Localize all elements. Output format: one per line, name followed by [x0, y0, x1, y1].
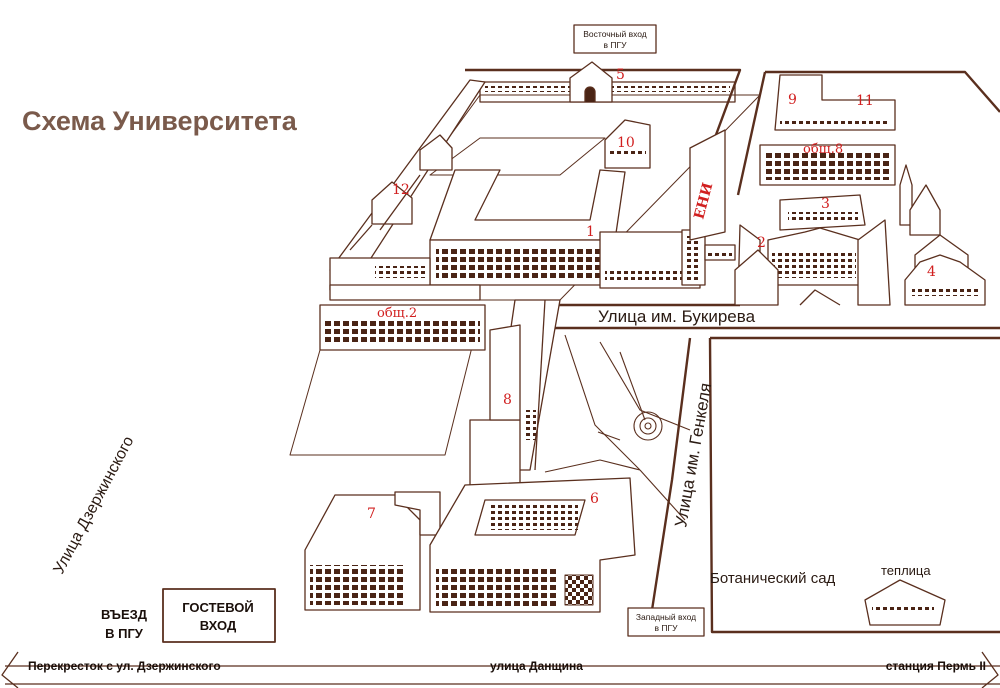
- marker-4: 4: [927, 264, 936, 280]
- building-2: [734, 219, 891, 306]
- marker-3: 3: [821, 196, 830, 212]
- building-1: [429, 129, 736, 289]
- dorm-8: [759, 144, 913, 226]
- label-dorm-2: общ.2: [377, 306, 417, 321]
- west-entrance-box: [627, 607, 705, 637]
- building-12: [329, 79, 486, 276]
- building-5: [479, 61, 736, 103]
- west-entrance-line1: Западный вход: [636, 612, 696, 622]
- building-8: [469, 299, 561, 491]
- marker-10: 10: [617, 135, 635, 151]
- marker-2: 2: [757, 235, 766, 251]
- marker-1: 1: [586, 224, 595, 240]
- bottom-arrows: [1, 651, 1000, 688]
- street-dzerzhinskogo: Улица Дзержинского: [51, 434, 138, 577]
- marker-5: 5: [616, 67, 625, 83]
- marker-9: 9: [788, 92, 797, 108]
- east-entrance-box: [573, 24, 657, 54]
- bottom-center-label: улица Данщина: [490, 659, 583, 673]
- marker-11: 11: [856, 93, 874, 109]
- marker-8: 8: [503, 392, 512, 408]
- east-entrance-line2: в ПГУ: [604, 40, 628, 50]
- park-paths: [544, 334, 691, 521]
- dorm-2: [319, 304, 486, 351]
- entry-pgu-line1: ВЪЕЗД: [101, 607, 148, 622]
- building-4: [904, 184, 986, 306]
- east-entrance-line1: Восточный вход: [583, 29, 647, 39]
- marker-12: 12: [392, 182, 410, 198]
- guest-entry-box: [162, 588, 276, 643]
- building-9-11: [774, 74, 896, 131]
- guest-entry-line2: ВХОД: [200, 618, 237, 633]
- building-markers: 1 2 3 4 5 6 7 8 9 10 11 12 общ.2 общ.8 Е…: [367, 67, 936, 522]
- west-entrance-line2: в ПГУ: [655, 623, 679, 633]
- building-3: [779, 194, 866, 231]
- bottom-right-label: станция Пермь II: [886, 659, 986, 673]
- label-dorm-8: общ.8: [803, 142, 843, 157]
- building-10: [604, 119, 651, 169]
- west-wing: [329, 257, 481, 301]
- greenhouse: [864, 579, 946, 626]
- guest-entry-line1: ГОСТЕВОЙ: [182, 600, 254, 615]
- garden-label: Ботанический сад: [710, 570, 836, 587]
- bottom-left-label: Перекресток с ул. Дзержинского: [28, 659, 221, 673]
- marker-6: 6: [590, 491, 599, 507]
- building-7: [304, 491, 441, 611]
- greenhouse-label: теплица: [881, 563, 931, 578]
- marker-7: 7: [367, 506, 376, 522]
- street-bukireva: Улица им. Букирева: [598, 307, 756, 326]
- entry-pgu-line2: В ПГУ: [105, 626, 144, 641]
- street-genkelya: Улица им. Генкеля: [671, 381, 715, 528]
- map-title: Схема Университета: [22, 106, 297, 136]
- building-6: [429, 477, 636, 613]
